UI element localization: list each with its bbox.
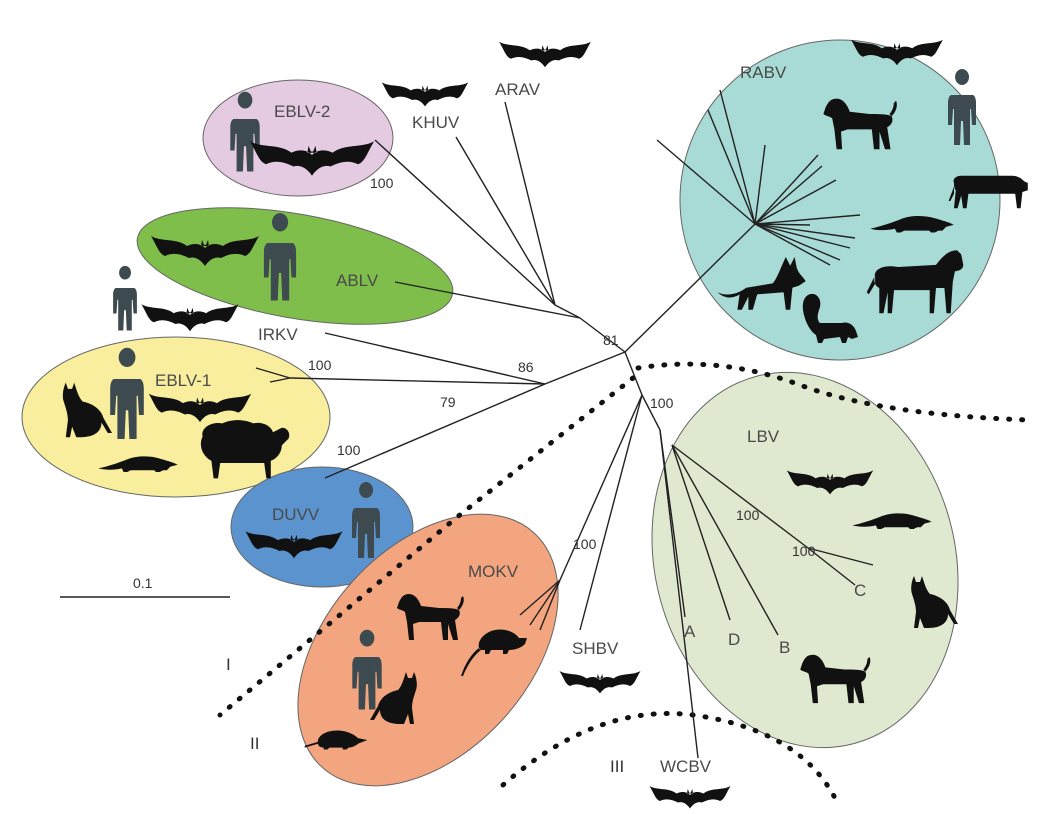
virus-label-lbv-c: C: [854, 581, 866, 600]
virus-label-lbv-b: B: [779, 638, 790, 657]
virus-label-lbv-a: A: [684, 622, 696, 641]
phylogroup-label-2: II: [250, 734, 259, 753]
virus-label-duvv: DUVV: [272, 505, 320, 524]
virus-label-mokv: MOKV: [468, 562, 519, 581]
bootstrap-label-duvv: 100: [337, 442, 361, 458]
bootstrap-label-eblv2: 100: [370, 175, 394, 191]
bootstrap-label-phylogroup3: 100: [650, 395, 674, 411]
virus-label-eblv1: EBLV-1: [155, 371, 211, 390]
irkv-bat-icon: [141, 304, 238, 331]
khuv-bat-icon: [382, 82, 468, 106]
irkv-human-icon: [113, 266, 137, 331]
bootstrap-label-lbv-1: 100: [736, 507, 760, 523]
bootstrap-label-eblv1: 100: [308, 357, 332, 373]
virus-label-ablv: ABLV: [336, 271, 379, 290]
virus-label-lbv: LBV: [747, 427, 780, 446]
virus-label-lbv-d: D: [728, 630, 740, 649]
scale-bar-label: 0.1: [133, 575, 153, 591]
virus-label-irkv: IRKV: [258, 325, 298, 344]
phylogroup-label-3: III: [610, 757, 624, 776]
virus-label-wcbv: WCBV: [660, 757, 712, 776]
bootstrap-label-86: 86: [518, 359, 534, 375]
virus-label-shbv: SHBV: [572, 639, 619, 658]
wcbv-bat-icon: [650, 786, 731, 809]
virus-label-arav: ARAV: [495, 80, 541, 99]
virus-label-khuv: KHUV: [412, 113, 460, 132]
arav-bat-icon: [499, 42, 591, 68]
bootstrap-label-mokv: 100: [573, 536, 597, 552]
bootstrap-label-79: 79: [440, 394, 456, 410]
phylogroup-label-1: I: [226, 655, 231, 674]
virus-label-eblv2: EBLV-2: [274, 102, 330, 121]
bootstrap-label-lbv-2: 100: [792, 543, 816, 559]
bootstrap-label-81: 81: [603, 332, 619, 348]
virus-label-rabv: RABV: [740, 63, 787, 82]
shbv-bat-icon: [560, 671, 641, 694]
